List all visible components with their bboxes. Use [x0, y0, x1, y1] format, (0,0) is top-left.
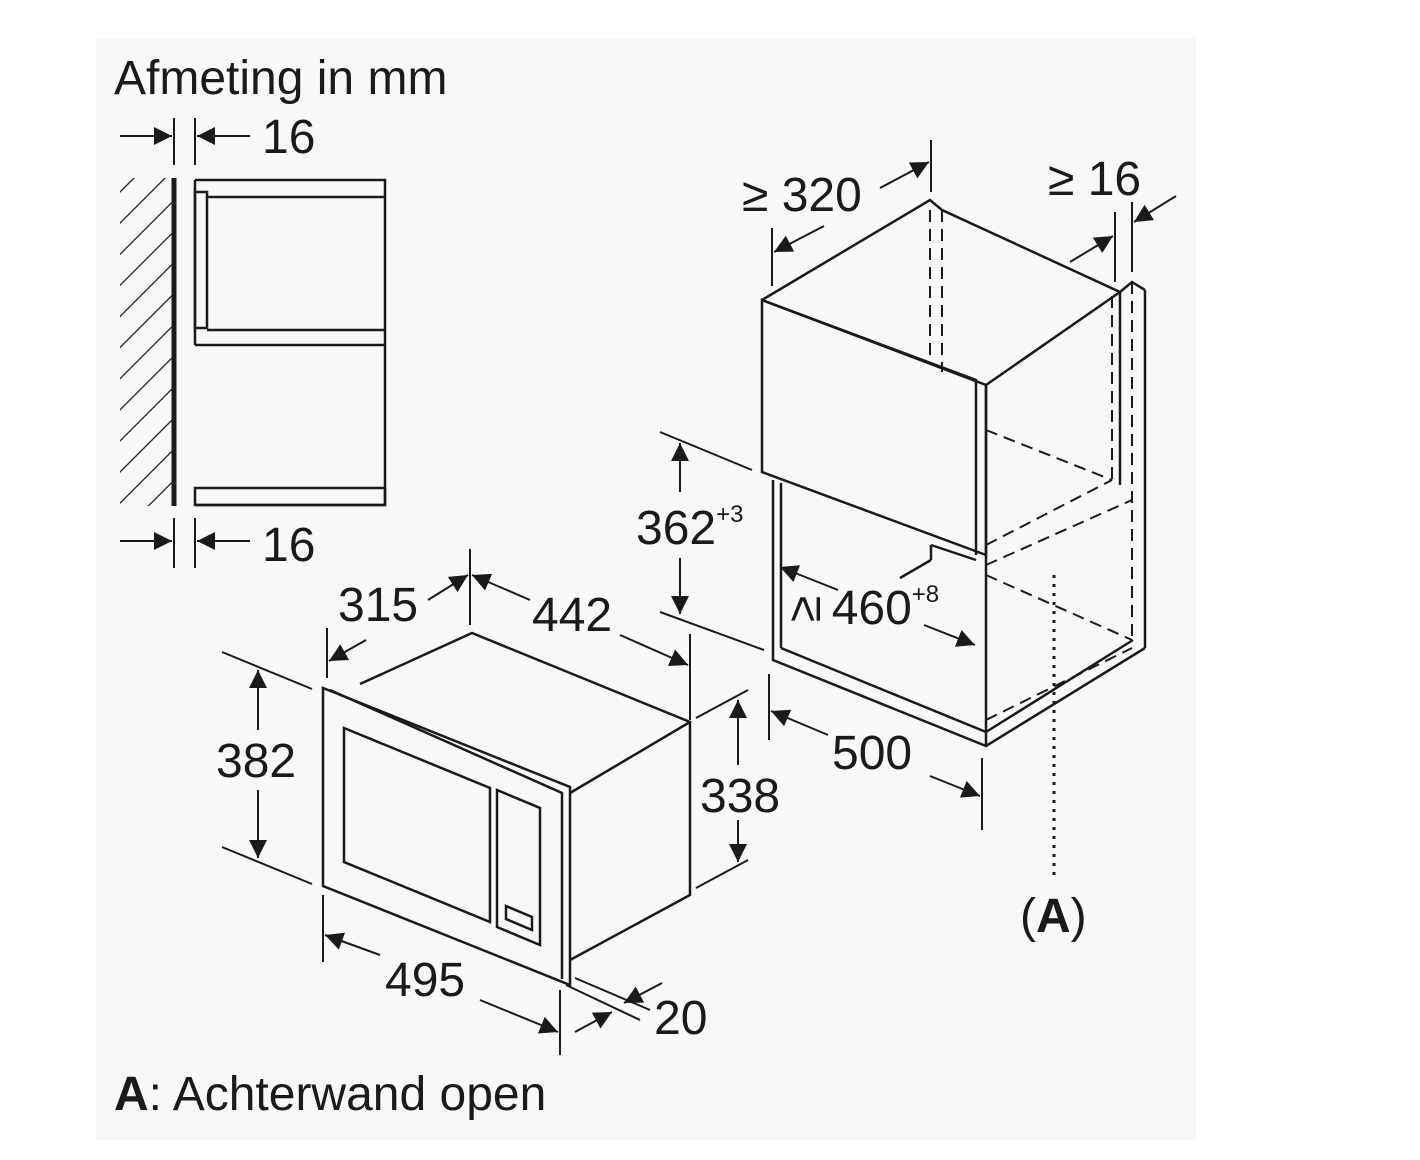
appliance-drawing	[221, 549, 749, 1055]
side-gap-bottom-label: 16	[262, 519, 316, 572]
upper-cabinet	[195, 178, 387, 507]
dim-arrow	[923, 624, 976, 647]
side-view	[120, 118, 387, 568]
dim-arrow	[770, 709, 829, 736]
dim-arrow	[779, 565, 839, 591]
dim-arrow	[328, 639, 367, 662]
niche-width-label: ≥ 460+8	[778, 581, 940, 635]
dim-arrow	[324, 932, 381, 956]
dim-arrow	[619, 634, 689, 666]
door-window	[342, 726, 492, 924]
appliance-height-front-label: 382	[216, 735, 297, 788]
display	[504, 904, 534, 932]
appliance-depth-label: 315	[338, 579, 419, 632]
cabinet-top	[761, 198, 1146, 302]
dim-arrow	[427, 574, 469, 601]
niche-opening	[771, 480, 1146, 748]
control-panel	[495, 788, 542, 947]
footnote: A: Achterwand open	[114, 1068, 547, 1121]
drawing-title: Afmeting in mm	[114, 52, 448, 105]
appliance-front-width-label: 495	[385, 954, 466, 1007]
cabinet-depth-label: 500	[832, 727, 913, 780]
dim-arrow	[1069, 235, 1114, 263]
niche-height-label: 362+3	[636, 501, 744, 555]
side-gap-top-label: 16	[262, 111, 316, 164]
appliance-body	[359, 631, 692, 962]
dim-arrow	[471, 573, 531, 601]
appliance-height-body-label: 338	[700, 770, 781, 823]
niche-drawing	[659, 140, 1177, 880]
dim-arrow	[479, 999, 559, 1034]
dim-arrow	[773, 225, 825, 253]
appliance-front-depth-label: 20	[654, 992, 708, 1045]
dim-arrow	[929, 775, 981, 798]
drawing-sheet	[96, 38, 1196, 1140]
appliance-front-frame	[321, 686, 572, 987]
niche-side-gap-label: ≥ 16	[1048, 153, 1142, 206]
dim-arrow	[574, 1011, 613, 1033]
open-back-marker: (A)	[1020, 890, 1087, 943]
lower-shelf	[193, 486, 387, 507]
appliance-width-label: 442	[532, 589, 613, 642]
wall-hatch	[120, 178, 172, 506]
upper-cabinet-front	[760, 298, 988, 557]
dim-arrow	[1133, 195, 1177, 223]
niche-depth-label: ≥ 320	[742, 169, 862, 222]
dim-arrow	[623, 982, 663, 1004]
appliance-side	[193, 190, 209, 330]
dim-arrow	[879, 161, 930, 189]
